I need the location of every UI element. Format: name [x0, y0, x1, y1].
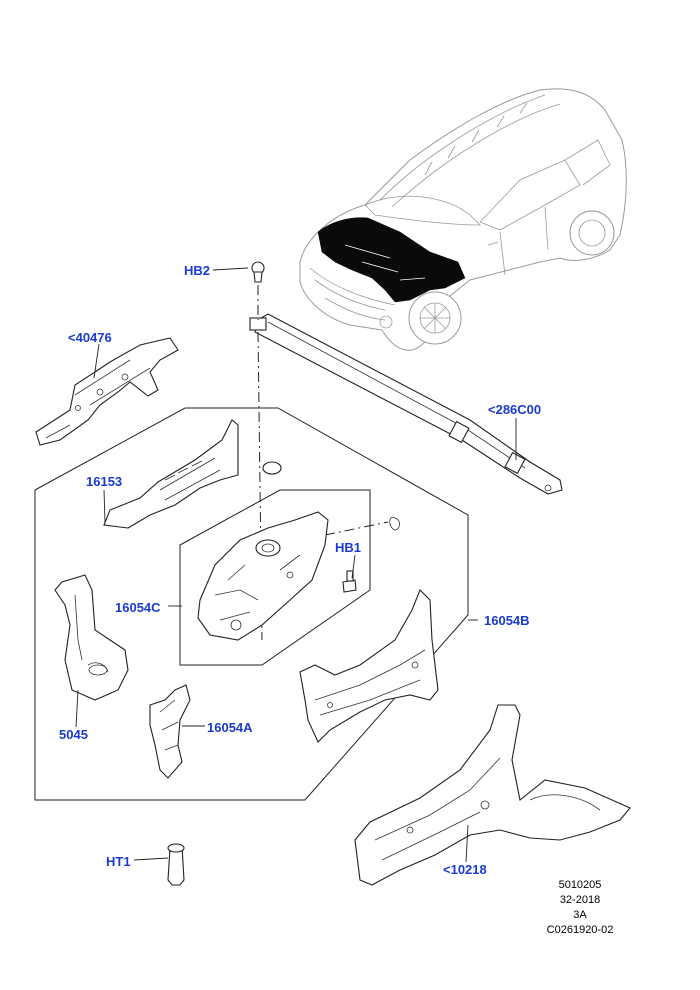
- reference-code-4: C0261920-02: [546, 924, 614, 936]
- ht1-plug: [167, 843, 185, 886]
- clip-ring: [389, 516, 400, 531]
- bracket-16153: [103, 419, 239, 529]
- callout-hb1: HB1: [335, 540, 362, 555]
- hb1-bolt: [342, 570, 357, 593]
- vehicle-illustration: [299, 88, 627, 351]
- cross-member: [249, 313, 563, 495]
- hb2-bolt: [251, 261, 265, 283]
- callout-40476: <40476: [68, 330, 112, 345]
- spring-tower-16054c: [197, 511, 329, 641]
- reference-code-2: 32-2018: [559, 894, 601, 906]
- callout-16153: 16153: [86, 474, 123, 489]
- callout-286c00: <286C00: [488, 402, 542, 417]
- reference-code-1: 5010205: [558, 879, 602, 891]
- subassembly-outline: [179, 489, 371, 666]
- callout-16054c: 16054C: [115, 600, 161, 615]
- apron-panel-16054b: [299, 589, 439, 743]
- reference-code-3: 3A: [573, 909, 587, 921]
- callout-16054a: 16054A: [207, 720, 253, 735]
- bracket-40476: [35, 337, 179, 446]
- bracket-5045: [54, 574, 129, 701]
- callout-ht1: HT1: [106, 854, 131, 869]
- wheelhouse-10218: [354, 704, 631, 886]
- assembly-axis-line: [257, 285, 263, 641]
- parts-group-outline: [34, 407, 469, 801]
- callout-hb2: HB2: [184, 263, 211, 278]
- clip-axis-line: [324, 521, 389, 536]
- bracket-16054a: [149, 684, 191, 779]
- callout-5045: 5045: [59, 727, 88, 742]
- leader-lines: [75, 267, 517, 863]
- callout-10218: <10218: [443, 862, 487, 877]
- reference-block: 5010205 32-2018 3A C0261920-02: [520, 880, 640, 940]
- grommet: [262, 461, 282, 475]
- callout-16054b: 16054B: [484, 613, 530, 628]
